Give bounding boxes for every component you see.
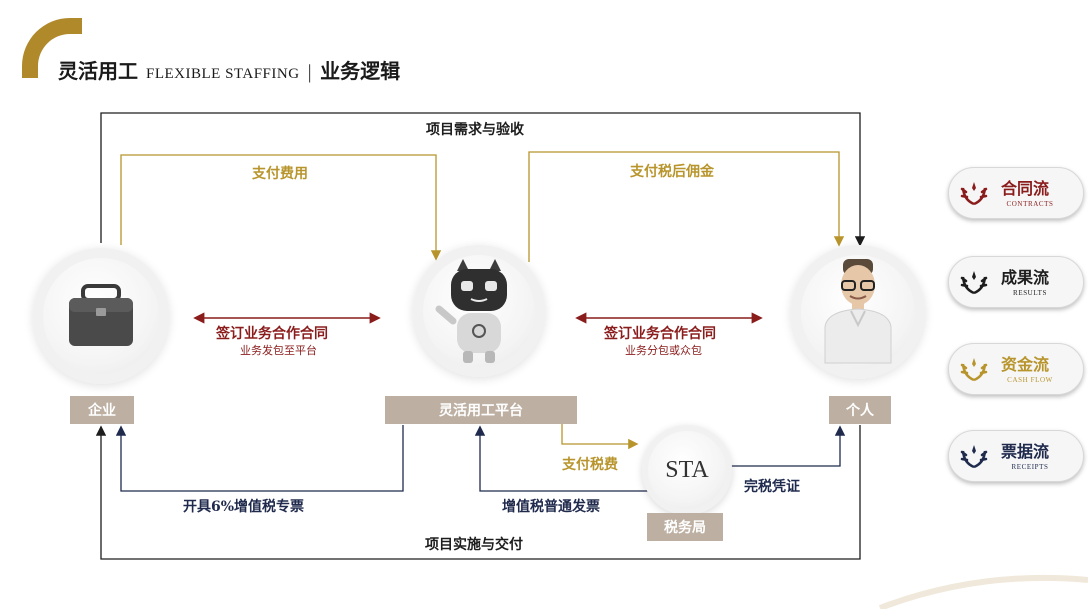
- briefcase-icon: [69, 284, 133, 346]
- laurel-icon: [960, 271, 988, 295]
- label-special-invoice: 开具6%增值税专票: [183, 499, 305, 515]
- tax-bureau-circle: STA: [642, 425, 732, 515]
- legend-item: 成果流 RESULTS: [948, 256, 1084, 308]
- individual-circle: [791, 245, 925, 379]
- platform-tag: 灵活用工平台: [385, 396, 577, 424]
- legend-item-sublabel: CONTRACTS: [1006, 200, 1054, 208]
- legend-item-sublabel: RESULTS: [1013, 289, 1047, 297]
- flow-pay-fee: [120, 154, 442, 261]
- laurel-icon: [960, 445, 988, 469]
- platform-circle: [413, 245, 545, 377]
- flow-special-invoice: [115, 425, 404, 492]
- label-pay-commission: 支付税后佣金: [630, 164, 714, 180]
- header-separator: |: [307, 61, 313, 83]
- tax-bureau-tag: 税务局: [647, 513, 723, 541]
- label-project-demand: 项目需求与验收: [426, 122, 524, 138]
- label-contract-left: 签订业务合作合同: [216, 326, 328, 342]
- legend-item-label: 票据流: [1001, 442, 1050, 461]
- flow-normal-invoice: [474, 425, 655, 492]
- label-contract-left-sub: 业务发包至平台: [240, 344, 317, 357]
- flow-project-delivery: [95, 425, 861, 560]
- legend-item-sublabel: RECEIPTS: [1011, 463, 1049, 471]
- robot-icon: [435, 259, 507, 363]
- flow-pay-tax: [561, 424, 639, 450]
- enterprise-circle: [33, 248, 169, 384]
- label-tax-certificate: 完税凭证: [744, 479, 800, 495]
- header-title-en: FLEXIBLE STAFFING: [146, 66, 300, 82]
- label-contract-right-sub: 业务分包或众包: [625, 344, 702, 357]
- header-subtitle: 业务逻辑: [320, 59, 401, 83]
- flow-project-demand: [100, 112, 866, 247]
- tax-bureau-logo: STA: [665, 456, 709, 483]
- legend-item: 资金流 CASH FLOW: [948, 343, 1084, 395]
- label-pay-fee: 支付费用: [252, 166, 308, 182]
- flow-tax-certificate: [730, 425, 846, 467]
- legend-item-label: 资金流: [1001, 355, 1050, 374]
- individual-tag: 个人: [829, 396, 891, 424]
- label-normal-invoice: 增值税普通发票: [502, 499, 600, 515]
- laurel-icon: [960, 182, 988, 206]
- legend-item-label: 成果流: [1001, 268, 1050, 287]
- person-icon: [824, 259, 892, 364]
- legend-item: 票据流 RECEIPTS: [948, 430, 1084, 482]
- laurel-icon: [960, 358, 988, 382]
- header-title-cn: 灵活用工: [58, 59, 138, 83]
- flow-pay-commission: [528, 151, 845, 262]
- header-arc-icon: [22, 18, 82, 78]
- legend-item-label: 合同流: [1001, 179, 1050, 198]
- header: 灵活用工 FLEXIBLE STAFFING | 业务逻辑: [58, 55, 400, 84]
- legend-item: 合同流 CONTRACTS: [948, 167, 1084, 219]
- enterprise-tag: 企业: [70, 396, 134, 424]
- label-project-delivery: 项目实施与交付: [425, 537, 523, 553]
- bottom-swoosh-decoration: [878, 574, 1088, 609]
- label-contract-right: 签订业务合作合同: [604, 326, 716, 342]
- label-pay-tax: 支付税费: [562, 457, 618, 473]
- legend-item-sublabel: CASH FLOW: [1007, 376, 1053, 384]
